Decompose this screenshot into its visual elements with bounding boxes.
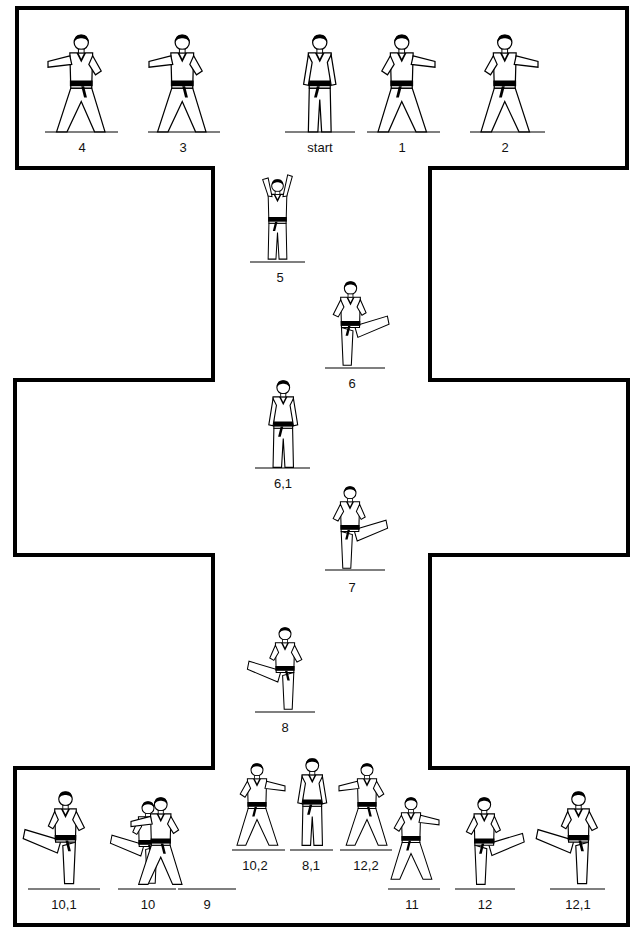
- callout-number: 12,2: [353, 858, 378, 873]
- callout-number: 6: [348, 376, 355, 391]
- callout-number: 3: [179, 140, 186, 155]
- pose-figures: [23, 34, 597, 884]
- callout-number: 9: [203, 897, 210, 912]
- callout-number: 5: [276, 270, 283, 285]
- callout-number: 10,1: [51, 897, 76, 912]
- callout-number: 6,1: [274, 476, 292, 491]
- pattern-outline: [15, 8, 628, 925]
- callout-number: 7: [348, 580, 355, 595]
- callout-number: 8,1: [302, 858, 320, 873]
- callout-number: 12: [478, 897, 492, 912]
- callout-number: start: [307, 140, 332, 155]
- callout-number: 10,2: [242, 858, 267, 873]
- callout-number: 2: [501, 140, 508, 155]
- callout-number: 12,1: [565, 897, 590, 912]
- ground-lines: [28, 132, 605, 889]
- callout-number: 11: [405, 897, 419, 912]
- callout-number: 8: [281, 720, 288, 735]
- callout-number: 1: [398, 140, 405, 155]
- callout-number: 4: [78, 140, 85, 155]
- callout-number: 10: [141, 897, 155, 912]
